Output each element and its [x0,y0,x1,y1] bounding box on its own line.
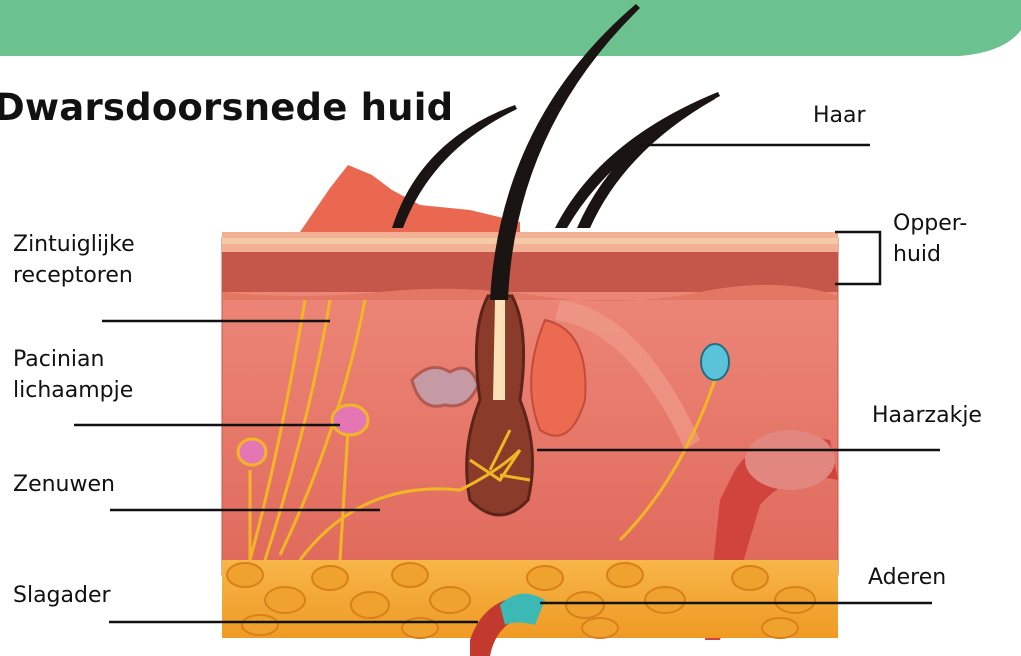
diagram-title: Dwarsdoorsnede huid [0,86,453,129]
label-haar: Haar [813,100,866,131]
label-pacinian-lichaampje: Pacinian lichaampje [13,344,133,406]
label-haarzakje: Haarzakje [872,400,982,431]
label-zenuwen: Zenuwen [13,469,115,500]
label-zintuiglijke-receptoren: Zintuiglijke receptoren [13,229,135,291]
pacinian-corpuscle [332,405,368,435]
label-aderen: Aderen [868,562,946,593]
header-banner [0,0,1021,56]
label-slagader: Slagader [13,580,111,611]
sweat-gland [412,368,478,407]
label-opperhuid: Opper- huid [893,208,967,270]
